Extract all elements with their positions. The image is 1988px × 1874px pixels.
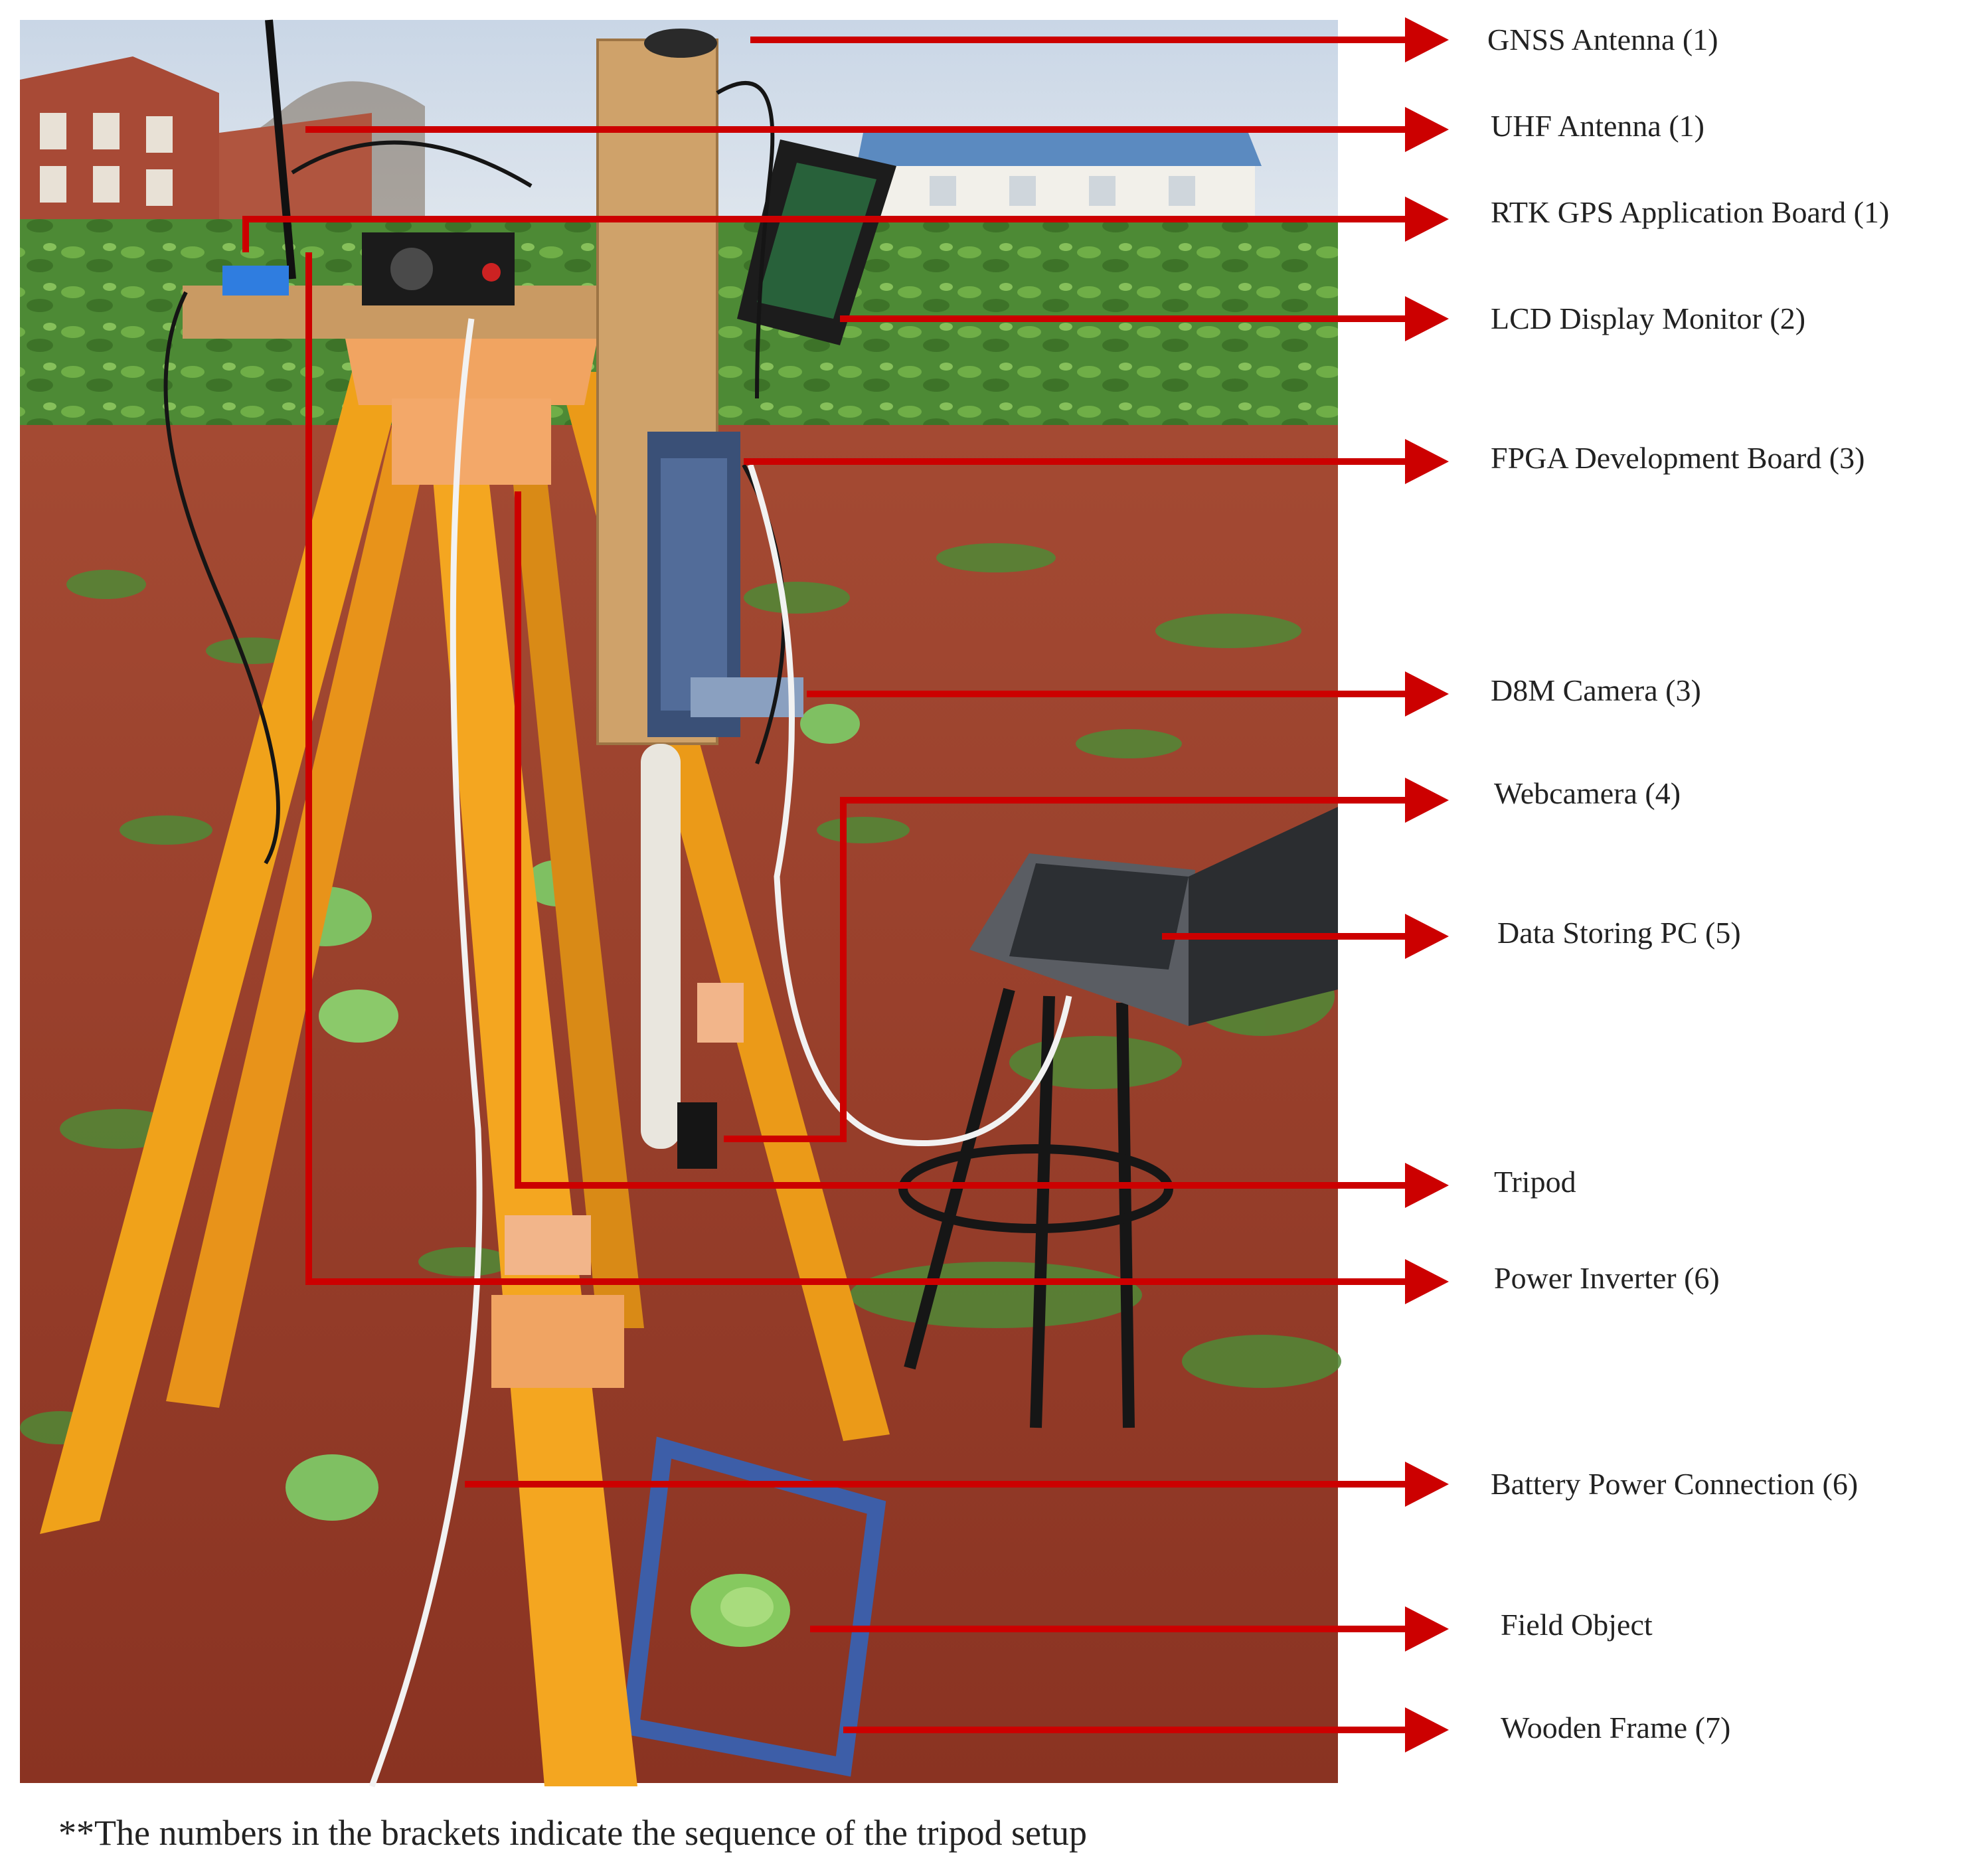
webcamera-device <box>677 1102 717 1169</box>
label-data-storing-pc: Data Storing PC (5) <box>1497 916 1741 950</box>
label-field-object: Field Object <box>1501 1608 1653 1642</box>
arrowhead <box>1405 1163 1449 1208</box>
label-gnss-antenna: GNSS Antenna (1) <box>1487 23 1718 56</box>
arrowhead <box>1405 1707 1449 1752</box>
rtk-board-device <box>222 266 289 296</box>
tripod-legs <box>40 339 890 1786</box>
arrowhead <box>1405 1606 1449 1652</box>
arrowhead <box>1405 1462 1449 1507</box>
callout-leaders <box>242 37 1408 1733</box>
field-photo <box>20 19 1341 1788</box>
white-cables <box>369 318 1072 1788</box>
arrowhead <box>1405 17 1449 62</box>
footnote: **The numbers in the brackets indicate t… <box>58 1813 1087 1853</box>
cables <box>163 81 786 865</box>
label-battery-power: Battery Power Connection (6) <box>1491 1467 1858 1501</box>
label-rtk-gps-board: RTK GPS Application Board (1) <box>1491 195 1889 229</box>
arrowhead <box>1405 778 1449 823</box>
d8m-camera-device <box>691 677 803 717</box>
label-uhf-antenna: UHF Antenna (1) <box>1491 109 1704 143</box>
arrowhead <box>1405 107 1449 152</box>
label-wooden-frame: Wooden Frame (7) <box>1501 1711 1730 1745</box>
arrowhead <box>1405 671 1449 717</box>
laptop <box>969 807 1338 1026</box>
arrowhead <box>1405 914 1449 959</box>
uhf-antenna-device <box>265 19 296 280</box>
label-tripod: Tripod <box>1494 1165 1576 1199</box>
arrowhead <box>1405 1259 1449 1304</box>
arrowhead <box>1405 439 1449 484</box>
white-house <box>857 133 1262 219</box>
gnss-antenna-device <box>644 29 717 58</box>
label-d8m-camera: D8M Camera (3) <box>1491 673 1701 707</box>
label-power-inverter: Power Inverter (6) <box>1494 1261 1720 1295</box>
label-lcd-monitor: LCD Display Monitor (2) <box>1491 301 1805 335</box>
label-webcamera: Webcamera (4) <box>1494 776 1681 810</box>
arrowhead <box>1405 197 1449 242</box>
arrowhead <box>1405 296 1449 341</box>
label-fpga-board: FPGA Development Board (3) <box>1491 441 1864 475</box>
callout-arrowheads <box>1405 17 1449 1752</box>
pvc-pipe <box>641 744 681 1149</box>
brick-building <box>20 56 372 219</box>
